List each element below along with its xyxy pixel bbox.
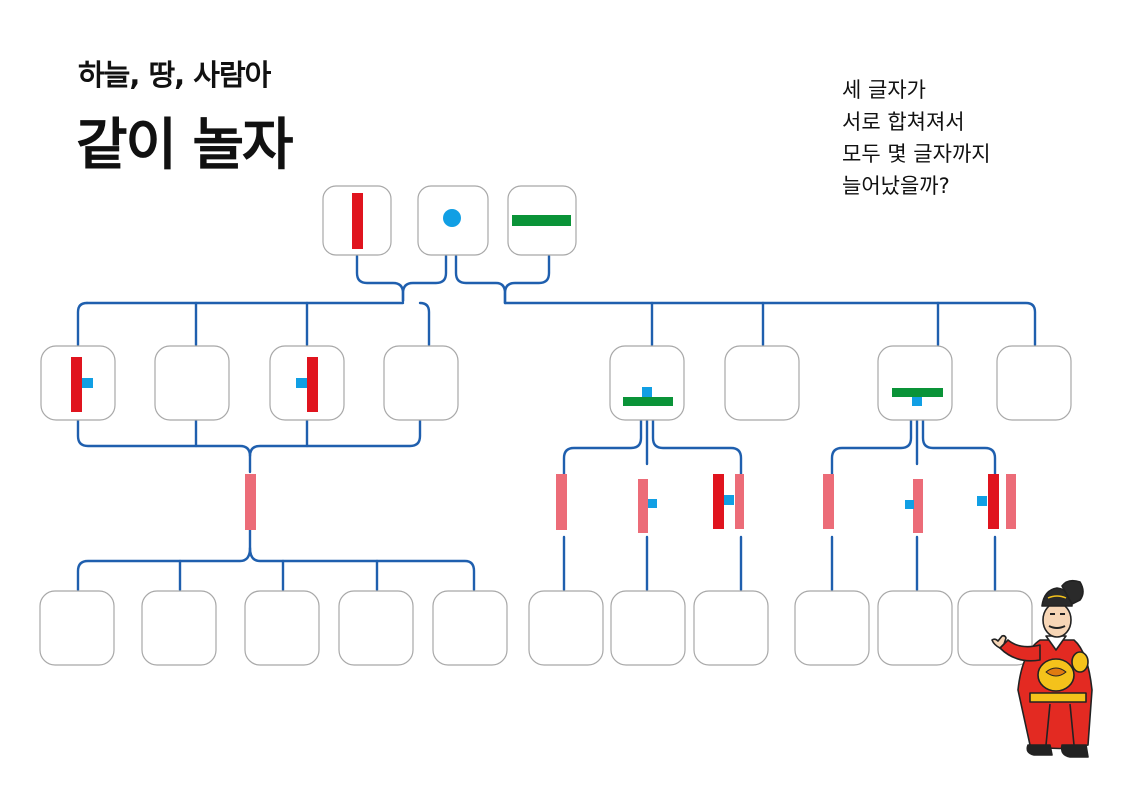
answer-box[interactable] [432, 590, 508, 666]
answer-box[interactable] [693, 590, 769, 666]
question-text: 세 글자가 서로 합쳐져서 모두 몇 글자까지 늘어났을까? [842, 74, 991, 202]
box-eo [154, 345, 230, 421]
answer-box[interactable] [244, 590, 320, 666]
green-stroke-symbol [512, 215, 571, 226]
box-u [877, 345, 953, 421]
page-title: 같이 놀자 [76, 113, 294, 178]
bottom-row [39, 590, 1033, 666]
box-empty-2 [724, 345, 800, 421]
second-row [40, 345, 1072, 421]
box-o [609, 345, 685, 421]
subtitle: 하늘, 땅, 사람아 [78, 58, 271, 92]
dot-symbol [443, 209, 461, 227]
box-empty-3 [996, 345, 1072, 421]
question-line: 늘어났을까? [842, 174, 950, 198]
question-line: 세 글자가 [842, 78, 926, 102]
answer-box[interactable] [338, 590, 414, 666]
answer-box[interactable] [610, 590, 686, 666]
red-stroke-symbol [352, 193, 363, 249]
pink-stroke-left [245, 474, 256, 530]
answer-box[interactable] [39, 590, 115, 666]
box-empty-1 [383, 345, 459, 421]
connector-lines [76, 254, 1037, 592]
question-line: 모두 몇 글자까지 [842, 142, 991, 166]
answer-box[interactable] [528, 590, 604, 666]
king-character-icon [991, 579, 1093, 758]
answer-box[interactable] [794, 590, 870, 666]
answer-box[interactable] [141, 590, 217, 666]
question-line: 서로 합쳐져서 [842, 110, 965, 134]
answer-box[interactable] [877, 590, 953, 666]
